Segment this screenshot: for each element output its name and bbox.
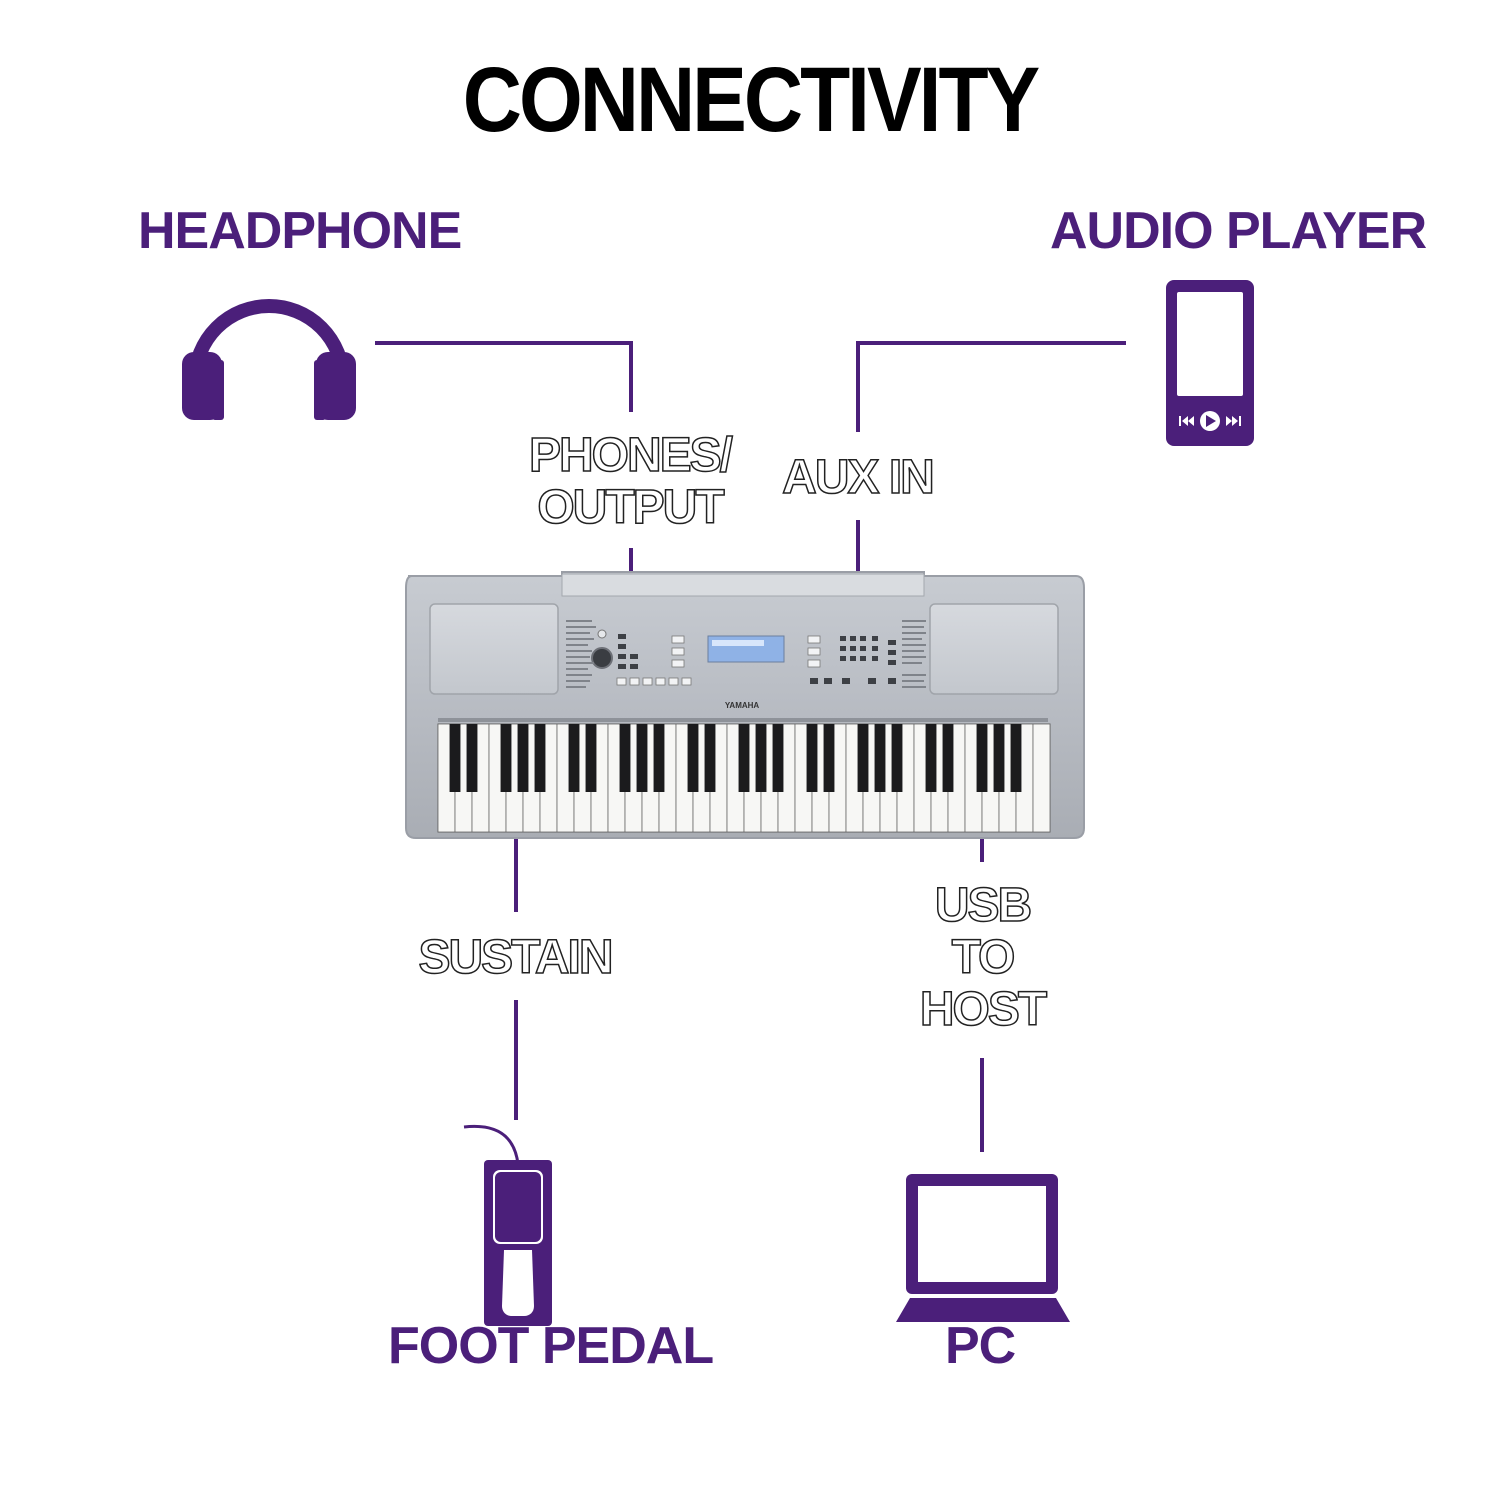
right-speaker	[929, 603, 1059, 695]
foot-pedal-icon	[463, 1124, 552, 1326]
pc-label: PC	[945, 1317, 1016, 1375]
phone-player-icon	[1166, 280, 1254, 446]
black-key	[517, 724, 529, 792]
usb-label-line3: HOST	[919, 983, 1048, 1037]
black-key	[466, 724, 478, 792]
black-key	[925, 724, 937, 792]
black-key	[449, 724, 461, 792]
black-key	[874, 724, 886, 792]
black-key	[636, 724, 648, 792]
volume-dial	[591, 647, 613, 669]
black-key	[942, 724, 954, 792]
black-key	[857, 724, 869, 792]
headphone-connector-line	[375, 341, 633, 412]
usb-label-line1: USB	[934, 879, 1033, 933]
black-key	[772, 724, 784, 792]
black-key	[704, 724, 716, 792]
foot-pedal-label: FOOT PEDAL	[388, 1317, 714, 1375]
usb-label-line2: TO	[951, 931, 1016, 985]
sustain-label: SUSTAIN	[418, 931, 615, 985]
black-keys	[449, 724, 1022, 792]
phones-label-line1: PHONES/	[528, 429, 734, 483]
black-key	[687, 724, 699, 792]
aux-in-label: AUX IN	[781, 451, 935, 505]
laptop-icon	[896, 1174, 1070, 1322]
left-speaker	[429, 603, 559, 695]
audio-player-connector-line	[856, 341, 1126, 432]
black-key	[976, 724, 988, 792]
black-key	[619, 724, 631, 792]
black-key	[1010, 724, 1022, 792]
black-key	[993, 724, 1005, 792]
black-key	[653, 724, 665, 792]
black-key	[755, 724, 767, 792]
headphone-label: HEADPHONE	[138, 202, 462, 260]
phones-output-label: PHONES/ OUTPUT	[520, 429, 740, 535]
lcd-display	[707, 635, 785, 663]
black-key	[738, 724, 750, 792]
usb-to-host-label: USB TO HOST	[905, 879, 1060, 1037]
black-key	[806, 724, 818, 792]
white-key	[1032, 723, 1051, 833]
phones-label-line2: OUTPUT	[537, 481, 726, 535]
black-key	[585, 724, 597, 792]
page-title: CONNECTIVITY	[462, 49, 1040, 152]
black-key	[534, 724, 546, 792]
black-key	[891, 724, 903, 792]
black-key	[500, 724, 512, 792]
audio-player-label: AUDIO PLAYER	[1050, 202, 1427, 260]
headphone-icon	[182, 299, 356, 420]
keyboard-brand: YAMAHA	[725, 701, 760, 710]
black-key	[568, 724, 580, 792]
keyboard-image: YAMAHA	[405, 571, 1085, 839]
black-key	[823, 724, 835, 792]
